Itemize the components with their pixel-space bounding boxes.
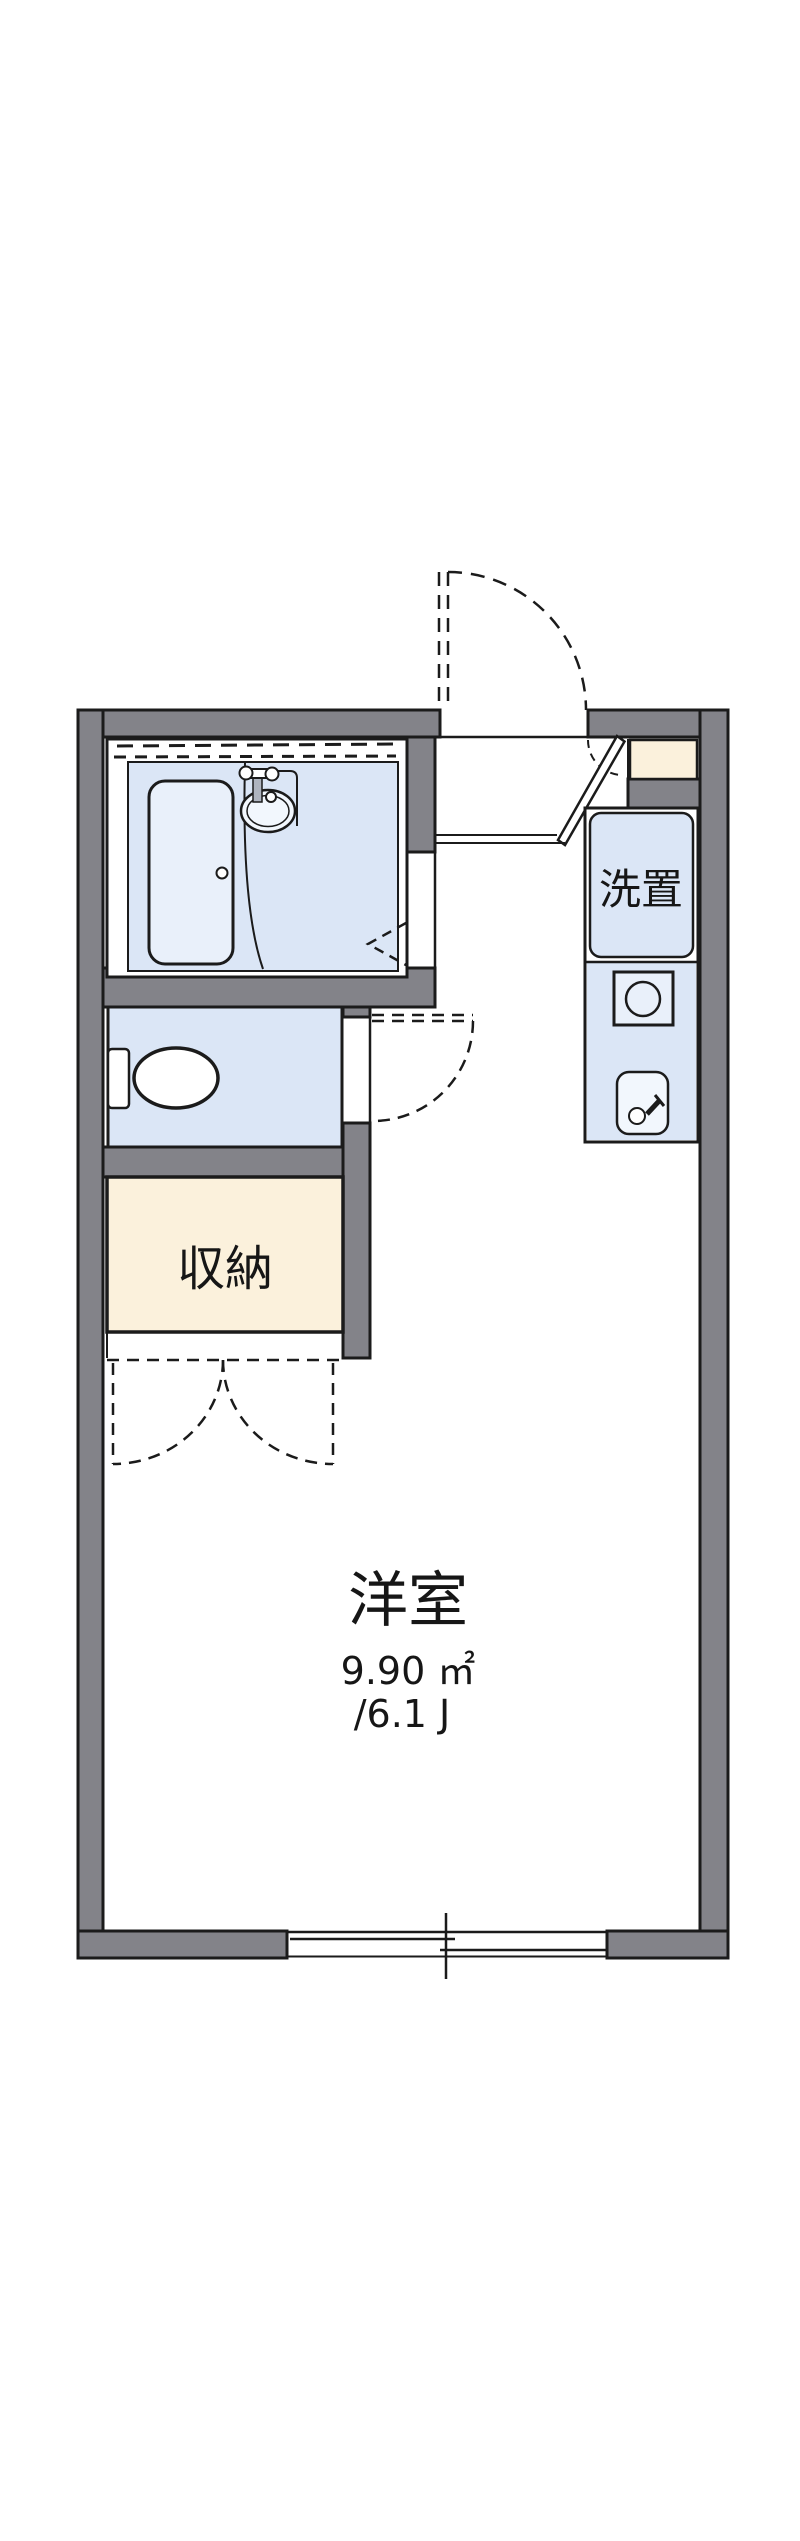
- toilet-bowl: [132, 1046, 220, 1110]
- kitchen-faucet-head: [653, 1094, 666, 1107]
- toilet-tank: [106, 1047, 131, 1110]
- wall-bottom-left: [76, 1929, 289, 1960]
- main-room-area-tatami: /6.1 J: [354, 1692, 451, 1736]
- closet-floor: [105, 1175, 345, 1334]
- stove-burner: [624, 980, 662, 1018]
- closet: 収納: [105, 1175, 345, 1466]
- wall-toilet-closet-right: [341, 1121, 372, 1360]
- wall-left: [76, 708, 105, 1960]
- entrance-door-swing: [437, 570, 621, 776]
- kitchen-sink-drain: [628, 1107, 646, 1125]
- toilet-room: [106, 1005, 475, 1149]
- bathroom-sink-tap-dot: [265, 791, 277, 803]
- laundry-space: [588, 811, 695, 959]
- entrance: [433, 570, 699, 968]
- kitchen-faucet: [645, 1098, 662, 1116]
- wall-toilet-closet-divider: [101, 1145, 345, 1179]
- main-room: 洋室 9.90 ㎡ /6.1 J: [341, 1566, 476, 1736]
- entrance-door-inner-arc: [586, 739, 621, 776]
- bathtub-drain: [215, 866, 229, 880]
- bathtub: [147, 779, 235, 966]
- plan-root: 収納 洗置 洋室 9.90 ㎡ /6.1 J: [76, 570, 730, 1979]
- bathroom: [105, 737, 409, 979]
- wall-right: [698, 708, 730, 1960]
- bathroom-faucet-handle-right: [264, 766, 280, 782]
- bathroom-faucet-handle-left: [238, 765, 254, 781]
- bathroom-faucet-spout: [252, 775, 263, 803]
- wall-shoebox-block: [626, 777, 702, 810]
- window: [287, 1913, 607, 1979]
- closet-double-door-swing: [107, 1358, 341, 1466]
- bathroom-folding-door: [113, 742, 400, 759]
- shoebox: [628, 738, 699, 781]
- entrance-door-swing-arc: [447, 570, 588, 711]
- bathroom-vanity-outline: [245, 770, 298, 826]
- toilet-door-swing-arc: [372, 1020, 475, 1123]
- bathroom-folding-door-line-1: [116, 742, 400, 748]
- wall-genkan-left: [405, 735, 437, 854]
- closet-label: 収納: [177, 1241, 273, 1297]
- wall-top-left: [76, 708, 442, 739]
- main-room-name: 洋室: [348, 1566, 468, 1636]
- closet-door-arc-right: [221, 1359, 334, 1466]
- kitchen: 洗置: [583, 806, 700, 1144]
- bathroom-door-fold-mark: [365, 921, 407, 967]
- bathroom-folding-door-line-2: [113, 754, 397, 759]
- toilet-door-swing: [372, 1013, 475, 1123]
- entrance-door-leaf: [556, 734, 627, 847]
- wall-toilet-door-stub: [341, 1005, 372, 1019]
- closet-door-arc-left: [112, 1359, 225, 1466]
- main-room-area-sqm: 9.90 ㎡: [341, 1649, 476, 1693]
- laundry-space-label: 洗置: [599, 865, 683, 914]
- wall-bottom-right: [605, 1929, 730, 1960]
- bathroom-partition-line: [243, 762, 264, 970]
